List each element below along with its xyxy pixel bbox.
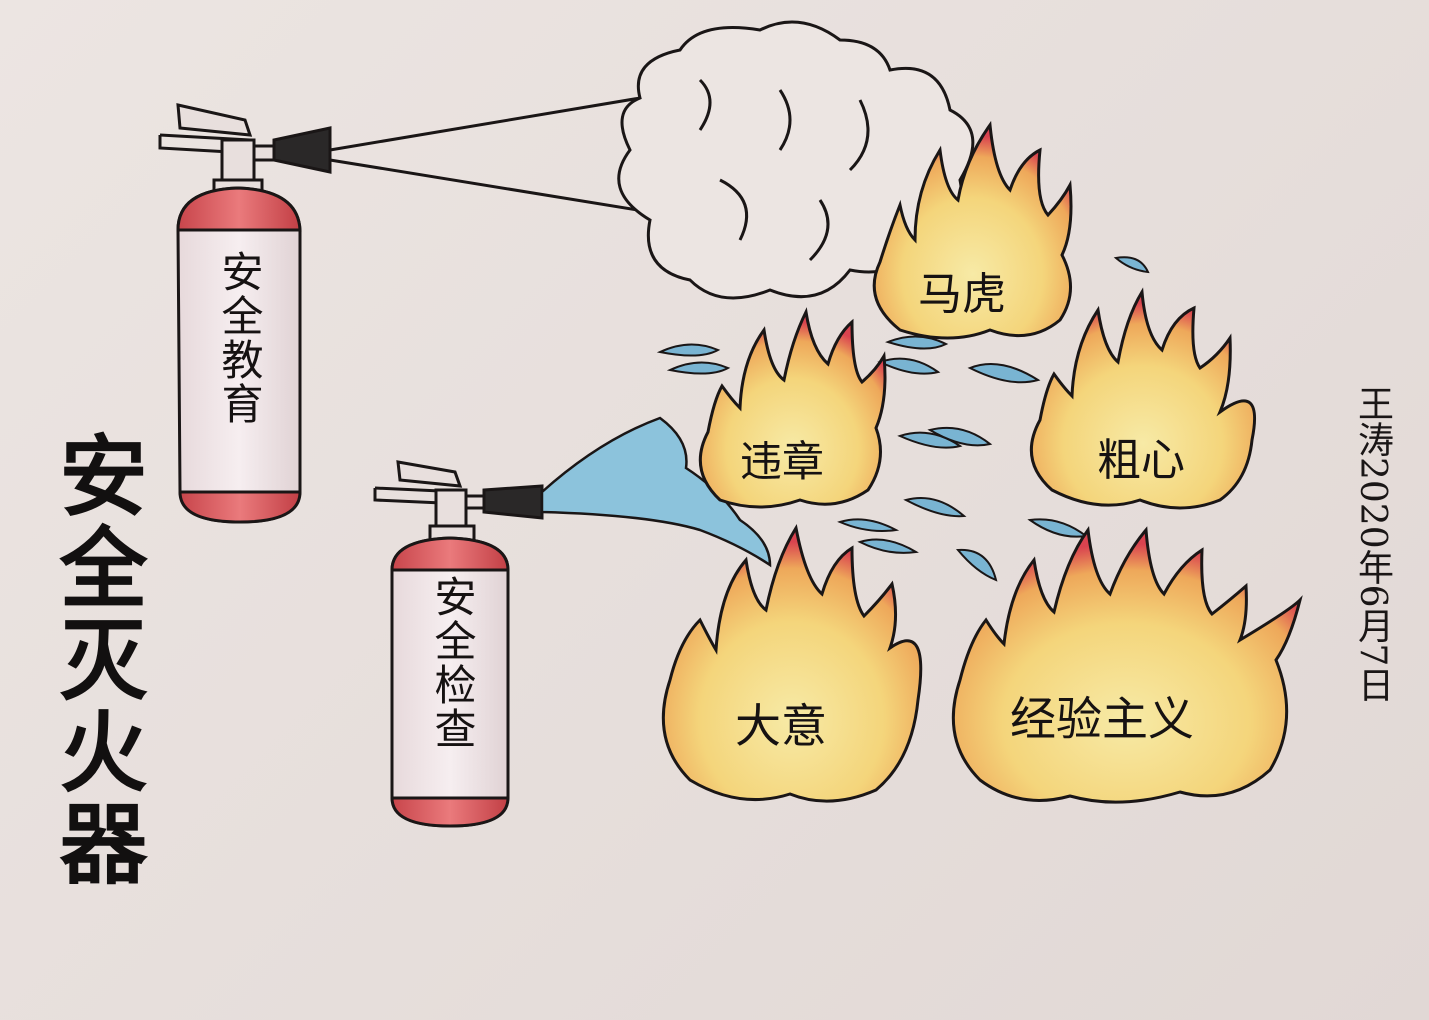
flame-dayi	[661, 523, 923, 803]
extinguisher-label-education: 安全教育	[215, 250, 264, 426]
flame-jingyan	[951, 526, 1303, 804]
fire-label-dayi: 大意	[735, 699, 827, 753]
fire-label-cuxin: 粗心	[1097, 435, 1185, 486]
flame-cuxin	[1029, 287, 1257, 510]
fire-label-weizhang: 违章	[740, 437, 825, 486]
flame-mahu	[872, 120, 1073, 340]
fire-label-mahu: 马虎	[918, 269, 1006, 320]
poster-title: 安全灭火器	[45, 430, 149, 890]
extinguisher-1	[158, 103, 332, 524]
smoke-cloud	[617, 20, 975, 300]
extinguisher-label-inspection: 安全检查	[428, 575, 477, 751]
spray-lines	[329, 96, 651, 214]
water-spray	[540, 416, 772, 568]
flame-weizhang	[698, 307, 887, 509]
artist-signature: 王涛2020年6月7日	[1352, 385, 1393, 703]
fire-label-jingyan: 经验主义	[1010, 692, 1194, 746]
extinguisher-2	[373, 460, 544, 828]
